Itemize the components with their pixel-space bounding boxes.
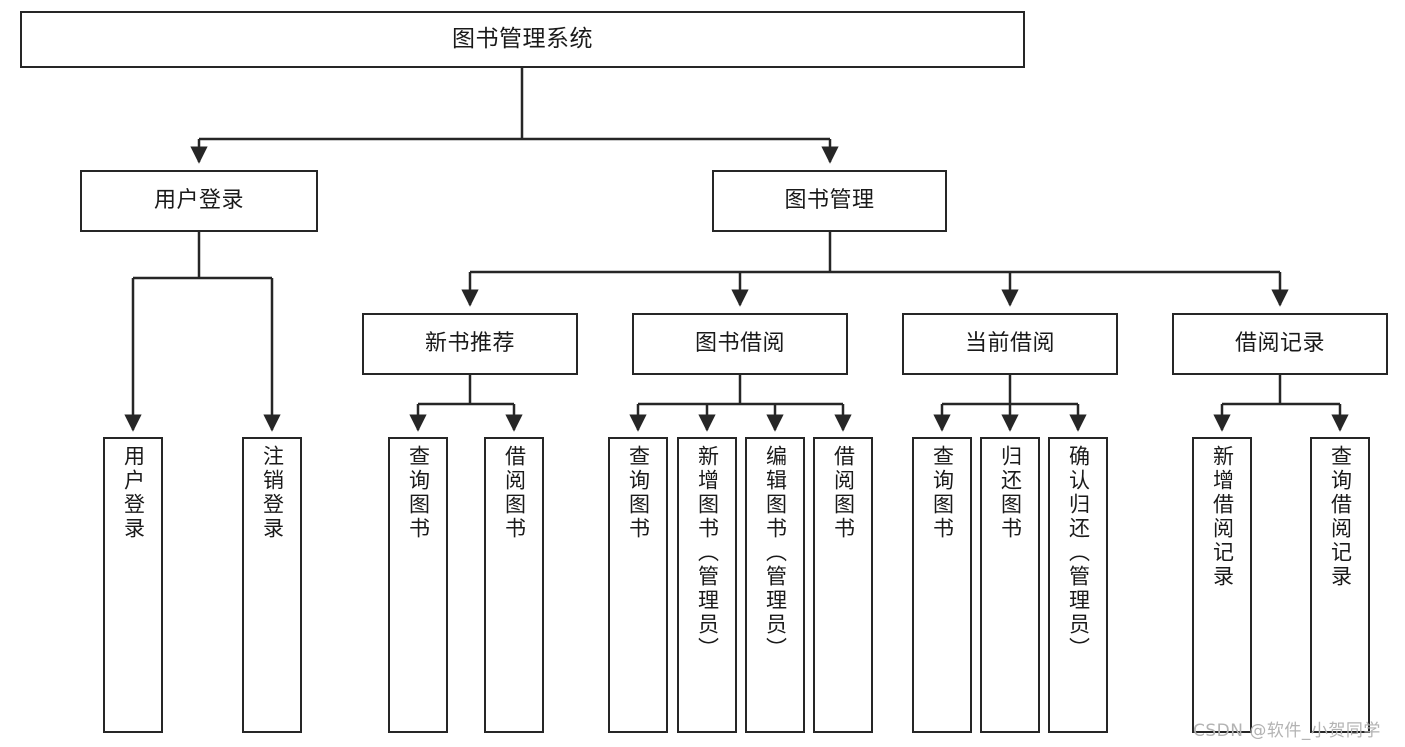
node-user-login[interactable]: 用户登录 bbox=[80, 170, 318, 232]
leaf-borrow-book-1-label: 借阅图书 bbox=[502, 445, 527, 541]
node-new-book-recommend-label: 新书推荐 bbox=[424, 331, 515, 357]
leaf-query-record-label: 查询借阅记录 bbox=[1328, 445, 1353, 589]
node-book-manage[interactable]: 图书管理 bbox=[712, 170, 947, 232]
leaf-user-login[interactable]: 用户登录 bbox=[103, 437, 163, 733]
leaf-logout-login[interactable]: 注销登录 bbox=[242, 437, 302, 733]
node-root[interactable]: 图书管理系统 bbox=[20, 11, 1025, 68]
node-book-borrow-label: 图书借阅 bbox=[694, 331, 785, 357]
leaf-user-login-label: 用户登录 bbox=[121, 445, 146, 541]
leaf-query-book-1-label: 查询图书 bbox=[406, 445, 431, 541]
leaf-query-book-2[interactable]: 查询图书 bbox=[608, 437, 668, 733]
leaf-logout-login-label: 注销登录 bbox=[260, 445, 285, 541]
leaf-return-book-label: 归还图书 bbox=[998, 445, 1023, 541]
leaf-return-book[interactable]: 归还图书 bbox=[980, 437, 1040, 733]
leaf-query-book-3-label: 查询图书 bbox=[930, 445, 955, 541]
leaf-query-record[interactable]: 查询借阅记录 bbox=[1310, 437, 1370, 733]
leaf-add-record[interactable]: 新增借阅记录 bbox=[1192, 437, 1252, 733]
node-current-borrow-label: 当前借阅 bbox=[964, 331, 1055, 357]
leaf-add-book-label: 新增图书（管理员） bbox=[695, 445, 720, 661]
csdn-watermark: CSDN @软件_小贺同学 bbox=[1193, 721, 1381, 741]
leaf-borrow-book-1[interactable]: 借阅图书 bbox=[484, 437, 544, 733]
node-borrow-record[interactable]: 借阅记录 bbox=[1172, 313, 1388, 375]
leaf-confirm-return-label: 确认归还（管理员） bbox=[1066, 445, 1091, 661]
node-borrow-record-label: 借阅记录 bbox=[1234, 331, 1325, 357]
leaf-borrow-book-2-label: 借阅图书 bbox=[831, 445, 856, 541]
leaf-query-book-1[interactable]: 查询图书 bbox=[388, 437, 448, 733]
node-book-manage-label: 图书管理 bbox=[784, 188, 875, 214]
leaf-query-book-2-label: 查询图书 bbox=[626, 445, 651, 541]
leaf-edit-book[interactable]: 编辑图书（管理员） bbox=[745, 437, 805, 733]
node-book-borrow[interactable]: 图书借阅 bbox=[632, 313, 848, 375]
leaf-query-book-3[interactable]: 查询图书 bbox=[912, 437, 972, 733]
leaf-edit-book-label: 编辑图书（管理员） bbox=[763, 445, 788, 661]
leaf-confirm-return[interactable]: 确认归还（管理员） bbox=[1048, 437, 1108, 733]
leaf-add-book[interactable]: 新增图书（管理员） bbox=[677, 437, 737, 733]
leaf-borrow-book-2[interactable]: 借阅图书 bbox=[813, 437, 873, 733]
leaf-add-record-label: 新增借阅记录 bbox=[1210, 445, 1235, 589]
node-new-book-recommend[interactable]: 新书推荐 bbox=[362, 313, 578, 375]
node-root-label: 图书管理系统 bbox=[452, 25, 593, 52]
node-user-login-label: 用户登录 bbox=[153, 188, 244, 214]
node-current-borrow[interactable]: 当前借阅 bbox=[902, 313, 1118, 375]
